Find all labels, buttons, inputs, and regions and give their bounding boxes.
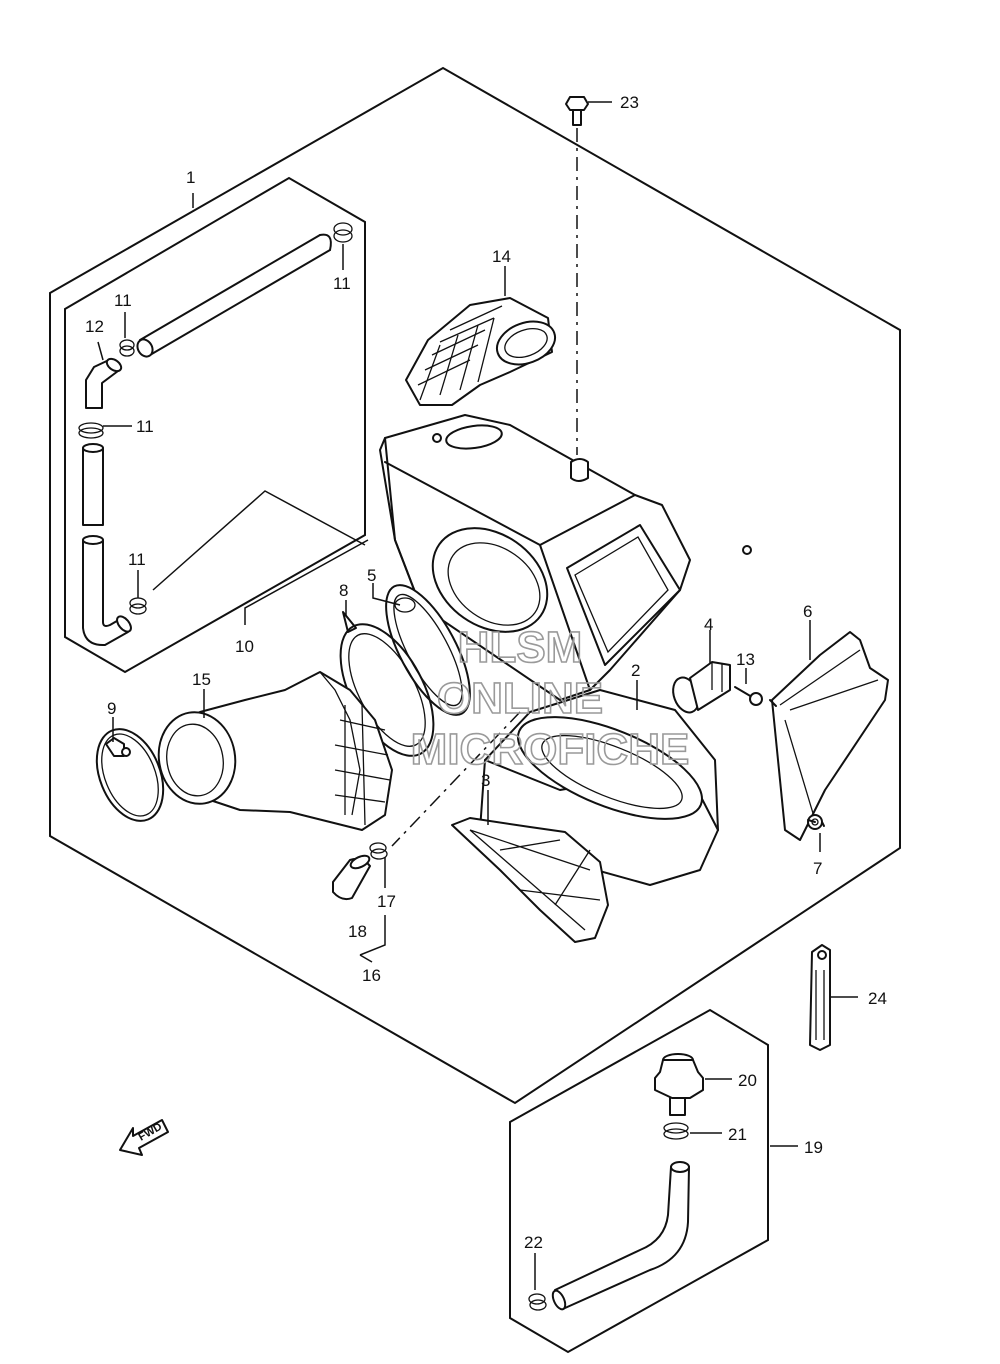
callout-17: 17 bbox=[377, 892, 396, 911]
callout-14: 14 bbox=[492, 247, 511, 266]
callout-22: 22 bbox=[524, 1233, 543, 1252]
watermark-line-2: ONLINE bbox=[437, 674, 603, 723]
grommet-4 bbox=[672, 661, 731, 714]
callout-15: 15 bbox=[192, 670, 211, 689]
watermark-line-3: MICROFICHE bbox=[411, 725, 690, 774]
leader-lines bbox=[97, 101, 858, 1290]
callout-9: 9 bbox=[107, 699, 116, 718]
callout-21: 21 bbox=[728, 1125, 747, 1144]
clip-22 bbox=[528, 1293, 547, 1311]
assembly-frame bbox=[49, 66, 901, 1105]
bracket-24 bbox=[809, 944, 831, 1051]
callout-7: 7 bbox=[813, 859, 822, 878]
clip-21 bbox=[663, 1122, 689, 1140]
callouts: 1 2 3 4 5 6 7 8 9 10 11 11 11 11 11 12 1… bbox=[85, 93, 887, 1252]
callout-23: 23 bbox=[620, 93, 639, 112]
drain-plug-centerline bbox=[391, 711, 521, 847]
watermark: HLSM ONLINE MICROFICHE bbox=[410, 622, 690, 775]
callout-12: 12 bbox=[85, 317, 104, 336]
callout-5: 5 bbox=[367, 566, 376, 585]
callout-16: 16 bbox=[362, 966, 381, 985]
callout-6: 6 bbox=[803, 602, 812, 621]
hose-clamp-9 bbox=[95, 728, 165, 822]
callout-18: 18 bbox=[348, 922, 367, 941]
filter-element-2 bbox=[479, 689, 719, 886]
cover-6 bbox=[769, 631, 889, 841]
inlet-boot-15 bbox=[157, 671, 393, 831]
callout-19: 19 bbox=[804, 1138, 823, 1157]
air-cleaner-case-1 bbox=[379, 414, 752, 701]
callout-11-a: 11 bbox=[333, 274, 351, 293]
clamp-11d bbox=[129, 597, 147, 615]
bolt-23 bbox=[565, 96, 589, 126]
clamp-11b bbox=[119, 339, 135, 357]
drain-cap-18 bbox=[332, 854, 371, 901]
callout-20: 20 bbox=[738, 1071, 757, 1090]
callout-24: 24 bbox=[868, 989, 887, 1008]
callout-11-d: 11 bbox=[128, 550, 146, 569]
screw-13 bbox=[734, 686, 763, 706]
intake-duct-14 bbox=[405, 297, 557, 406]
hose-elbow-12 bbox=[85, 357, 123, 409]
hose-kit-frame bbox=[64, 176, 366, 674]
clamp-11c bbox=[78, 422, 104, 439]
clamp-11a bbox=[333, 222, 353, 243]
breather-hose-upper bbox=[136, 233, 332, 358]
callout-13: 13 bbox=[736, 650, 755, 669]
drain-hose-19 bbox=[551, 1161, 690, 1311]
hose-vertical bbox=[82, 443, 104, 526]
callout-1: 1 bbox=[186, 168, 195, 187]
callout-10: 10 bbox=[235, 637, 254, 656]
filter-cage-3 bbox=[451, 817, 609, 943]
callout-4: 4 bbox=[704, 615, 713, 634]
bolt-7 bbox=[807, 814, 825, 830]
callout-2: 2 bbox=[631, 661, 640, 680]
drain-kit-frame bbox=[509, 1008, 769, 1354]
callout-8: 8 bbox=[339, 581, 348, 600]
clip-17 bbox=[369, 842, 388, 860]
callout-11-c: 11 bbox=[136, 417, 154, 436]
hose-lower-bend bbox=[82, 535, 132, 647]
drain-valve-20 bbox=[654, 1053, 704, 1116]
callout-3: 3 bbox=[481, 771, 490, 790]
watermark-line-1: HLSM bbox=[458, 623, 583, 672]
callout-11-b: 11 bbox=[114, 291, 132, 310]
fwd-arrow-icon: FWD bbox=[119, 1119, 169, 1156]
